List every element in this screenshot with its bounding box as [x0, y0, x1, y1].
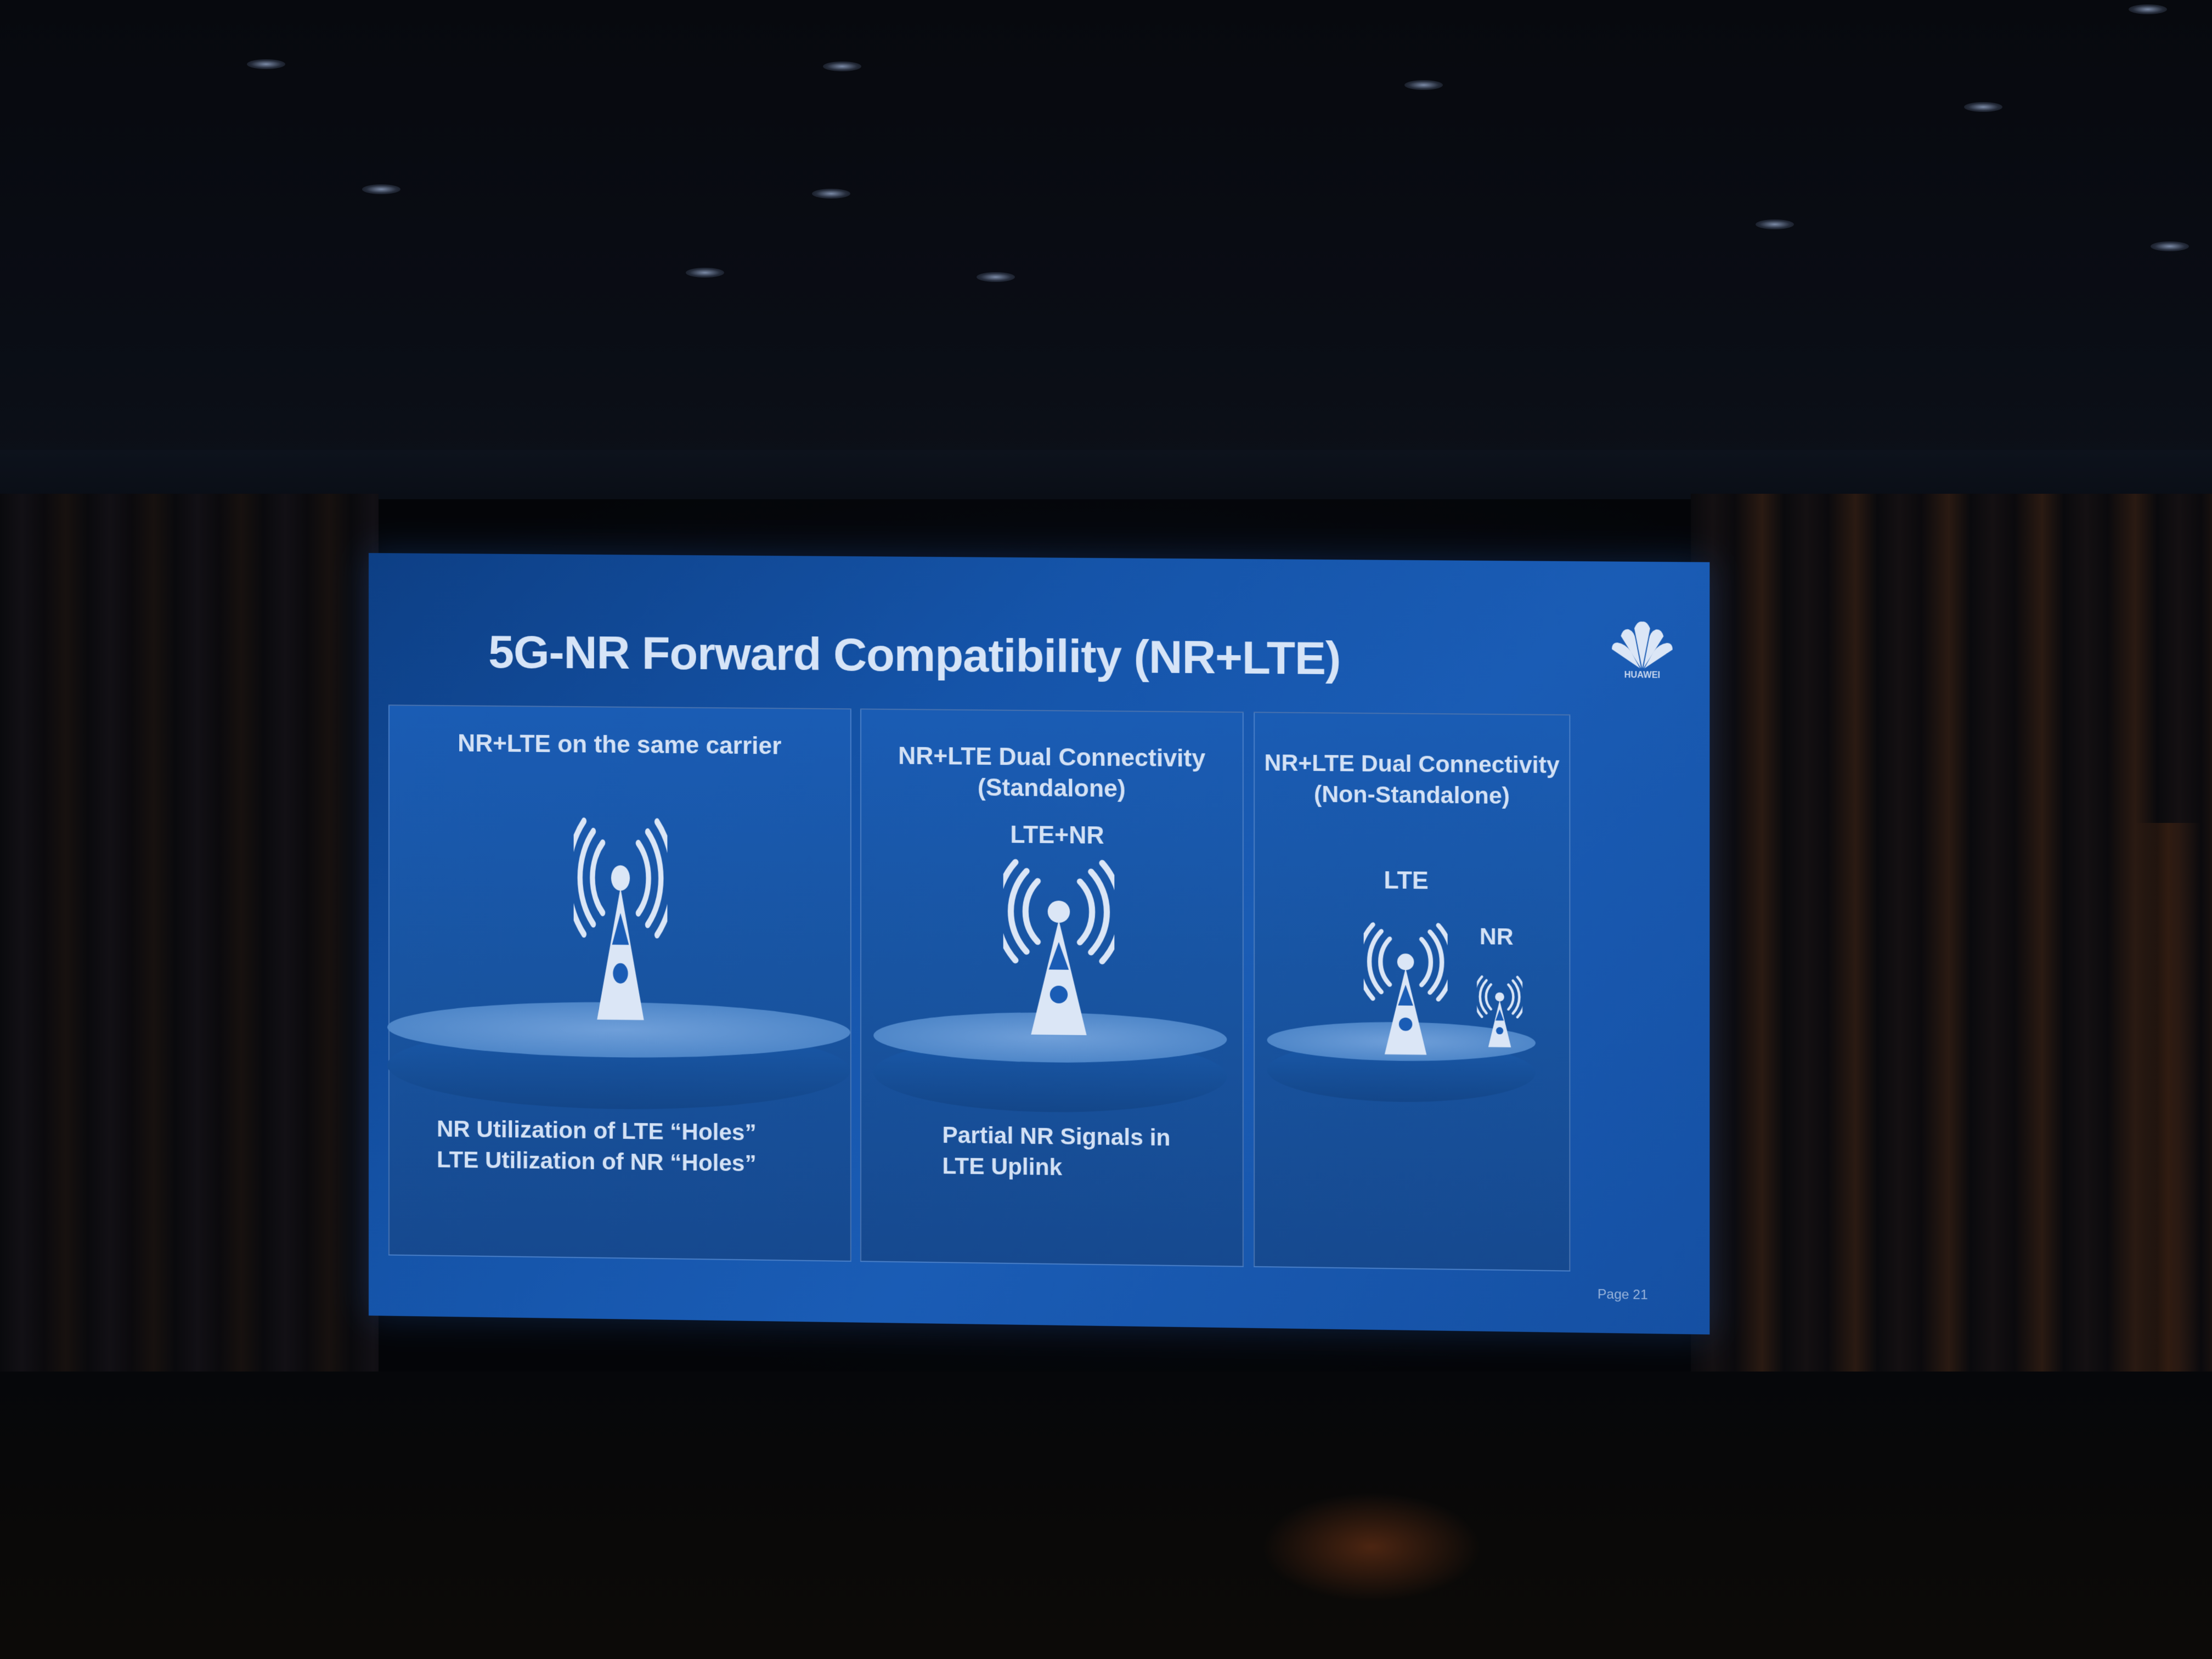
header-line: (Standalone): [861, 771, 1243, 806]
footer-line: LTE Utilization of NR “Holes”: [437, 1144, 757, 1179]
ceiling-light: [1964, 102, 2002, 112]
ceiling-light: [247, 59, 285, 69]
ceiling-light: [1404, 80, 1443, 90]
logo-text: HUAWEI: [1609, 670, 1676, 681]
footer-line: LTE Uplink: [942, 1150, 1170, 1184]
ceiling-light: [823, 61, 861, 71]
header-line: NR+LTE Dual Connectivity: [861, 741, 1243, 775]
header-line: NR+LTE Dual Connectivity: [1255, 747, 1569, 781]
ceiling-light: [2151, 241, 2189, 251]
ceiling-light: [1756, 219, 1794, 229]
panel-header: NR+LTE Dual Connectivity (Non-Standalone…: [1255, 747, 1569, 812]
stage-light-glow: [1262, 1492, 1481, 1602]
panel-footer: Partial NR Signals in LTE Uplink: [942, 1120, 1170, 1184]
page-number: Page 21: [1598, 1287, 1648, 1304]
ceiling-beam: [0, 450, 2212, 499]
tower-label-nr: NR: [1480, 923, 1514, 950]
panel-header: NR+LTE on the same carrier: [390, 727, 850, 762]
cell-tower-icon: [1361, 922, 1451, 1056]
huawei-logo-icon: [1609, 617, 1676, 671]
panel-dual-connectivity-non-standalone: NR+LTE Dual Connectivity (Non-Standalone…: [1254, 712, 1570, 1271]
footer-line: Partial NR Signals in: [942, 1120, 1170, 1153]
panel-header: NR+LTE Dual Connectivity (Standalone): [861, 741, 1243, 806]
huawei-logo: HUAWEI: [1609, 617, 1676, 679]
projected-slide: 5G-NR Forward Compatibility (NR+LTE) HUA…: [369, 553, 1709, 1335]
ceiling-light: [686, 268, 724, 278]
tower-label-lte: LTE: [1249, 866, 1564, 896]
ceiling: [0, 0, 2212, 472]
ceiling-light: [362, 184, 400, 194]
header-line: (Non-Standalone): [1255, 778, 1569, 812]
cell-tower-icon: [1475, 975, 1525, 1048]
tower-label: LTE+NR: [867, 820, 1248, 851]
ceiling-light: [2129, 4, 2167, 14]
panel-footer: NR Utilization of LTE “Holes” LTE Utiliz…: [437, 1114, 757, 1180]
cell-tower-icon: [1003, 859, 1115, 1036]
stage-floor: [0, 1372, 2212, 1659]
cell-tower-icon: [574, 817, 668, 1022]
slide-title: 5G-NR Forward Compatibility (NR+LTE): [488, 625, 1340, 686]
ceiling-light: [977, 272, 1015, 282]
panel-same-carrier: NR+LTE on the same carrier NR Utilizatio…: [388, 704, 851, 1262]
footer-line: NR Utilization of LTE “Holes”: [437, 1114, 757, 1148]
ceiling-light: [812, 189, 850, 199]
panel-dual-connectivity-standalone: NR+LTE Dual Connectivity (Standalone) LT…: [860, 708, 1244, 1267]
